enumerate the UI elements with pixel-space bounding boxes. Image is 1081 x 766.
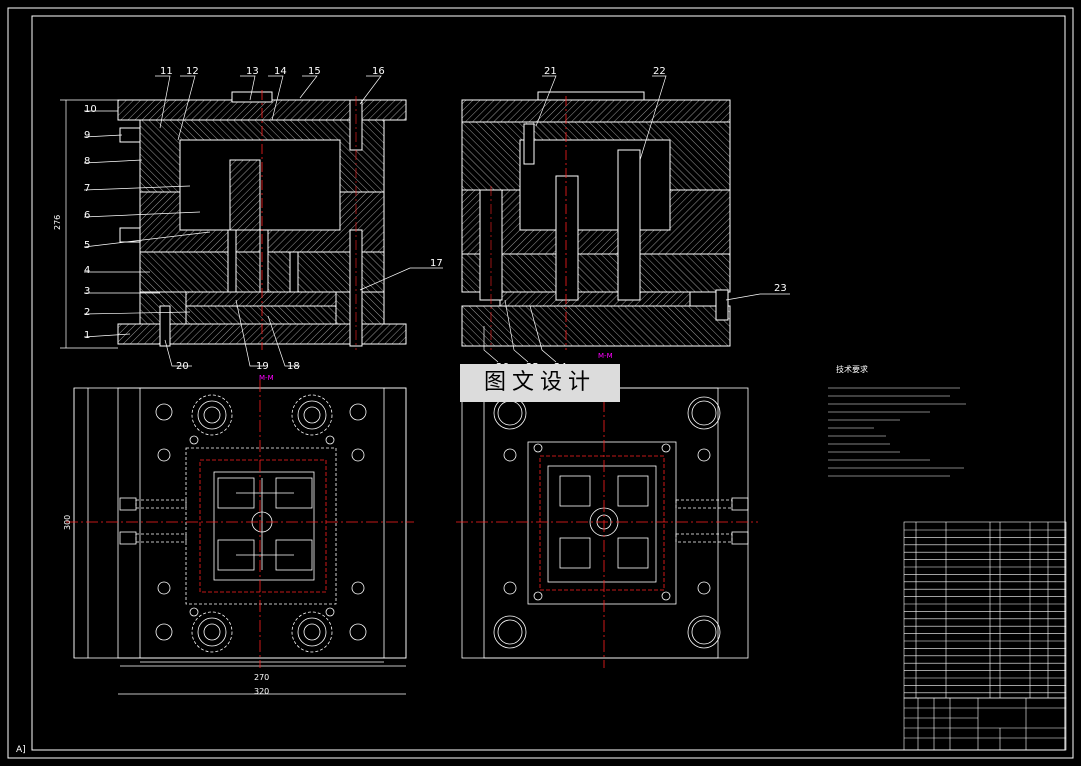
- inner-border: [31, 15, 1066, 751]
- dim-height: 276: [53, 215, 62, 230]
- tech-title: 技术要求: [836, 364, 868, 374]
- part-label-4: 4: [84, 265, 90, 276]
- plan-view-right: [461, 387, 749, 659]
- part-label-10: 10: [84, 104, 97, 115]
- part-label-2: 2: [84, 307, 90, 318]
- side-leaders: [483, 75, 790, 363]
- front-part-labels: 11 12 13 14 15 16 10 9 8 7 6 5 4 3 2 1 1…: [53, 66, 443, 382]
- plan-left-dims: 300 270 320: [63, 515, 269, 696]
- bill-of-materials: [903, 521, 1067, 699]
- outer-border: [7, 7, 1074, 759]
- dim-width-inner: 270: [254, 673, 269, 682]
- part-label-20: 20: [176, 361, 189, 372]
- corner-mark: A]: [16, 745, 26, 755]
- part-label-23: 23: [774, 283, 787, 294]
- watermark-banner: 图文设计: [460, 364, 620, 402]
- part-label-3: 3: [84, 286, 90, 297]
- side-section-view: [461, 91, 731, 350]
- part-label-6: 6: [84, 210, 90, 221]
- part-label-11: 11: [160, 66, 173, 77]
- part-label-7: 7: [84, 183, 90, 194]
- part-label-5: 5: [84, 240, 90, 251]
- dim-width-outer: 320: [254, 687, 269, 696]
- part-label-1: 1: [84, 330, 90, 341]
- part-label-12: 12: [186, 66, 199, 77]
- part-label-15: 15: [308, 66, 321, 77]
- part-label-9: 9: [84, 130, 90, 141]
- part-label-22: 22: [653, 66, 666, 77]
- part-label-21: 21: [544, 66, 557, 77]
- dim-plan-height: 300: [63, 515, 72, 530]
- tech-text-lines: [828, 387, 966, 477]
- part-label-19: 19: [256, 361, 269, 372]
- part-label-8: 8: [84, 156, 90, 167]
- part-label-16: 16: [372, 66, 385, 77]
- plan-right-centerlines: [456, 380, 758, 668]
- section-label-left: M-M: [259, 374, 274, 382]
- front-section-view: [117, 90, 407, 350]
- technical-requirements: 技术要求: [828, 364, 966, 477]
- part-label-14: 14: [274, 66, 287, 77]
- part-label-18: 18: [287, 361, 300, 372]
- part-label-13: 13: [246, 66, 259, 77]
- plan-left-centerlines: [66, 380, 414, 668]
- front-leaders: [60, 75, 443, 367]
- plan-view-left: [73, 387, 407, 695]
- section-label-right: M-M: [598, 352, 613, 360]
- title-block: [903, 697, 1067, 751]
- part-label-17: 17: [430, 258, 443, 269]
